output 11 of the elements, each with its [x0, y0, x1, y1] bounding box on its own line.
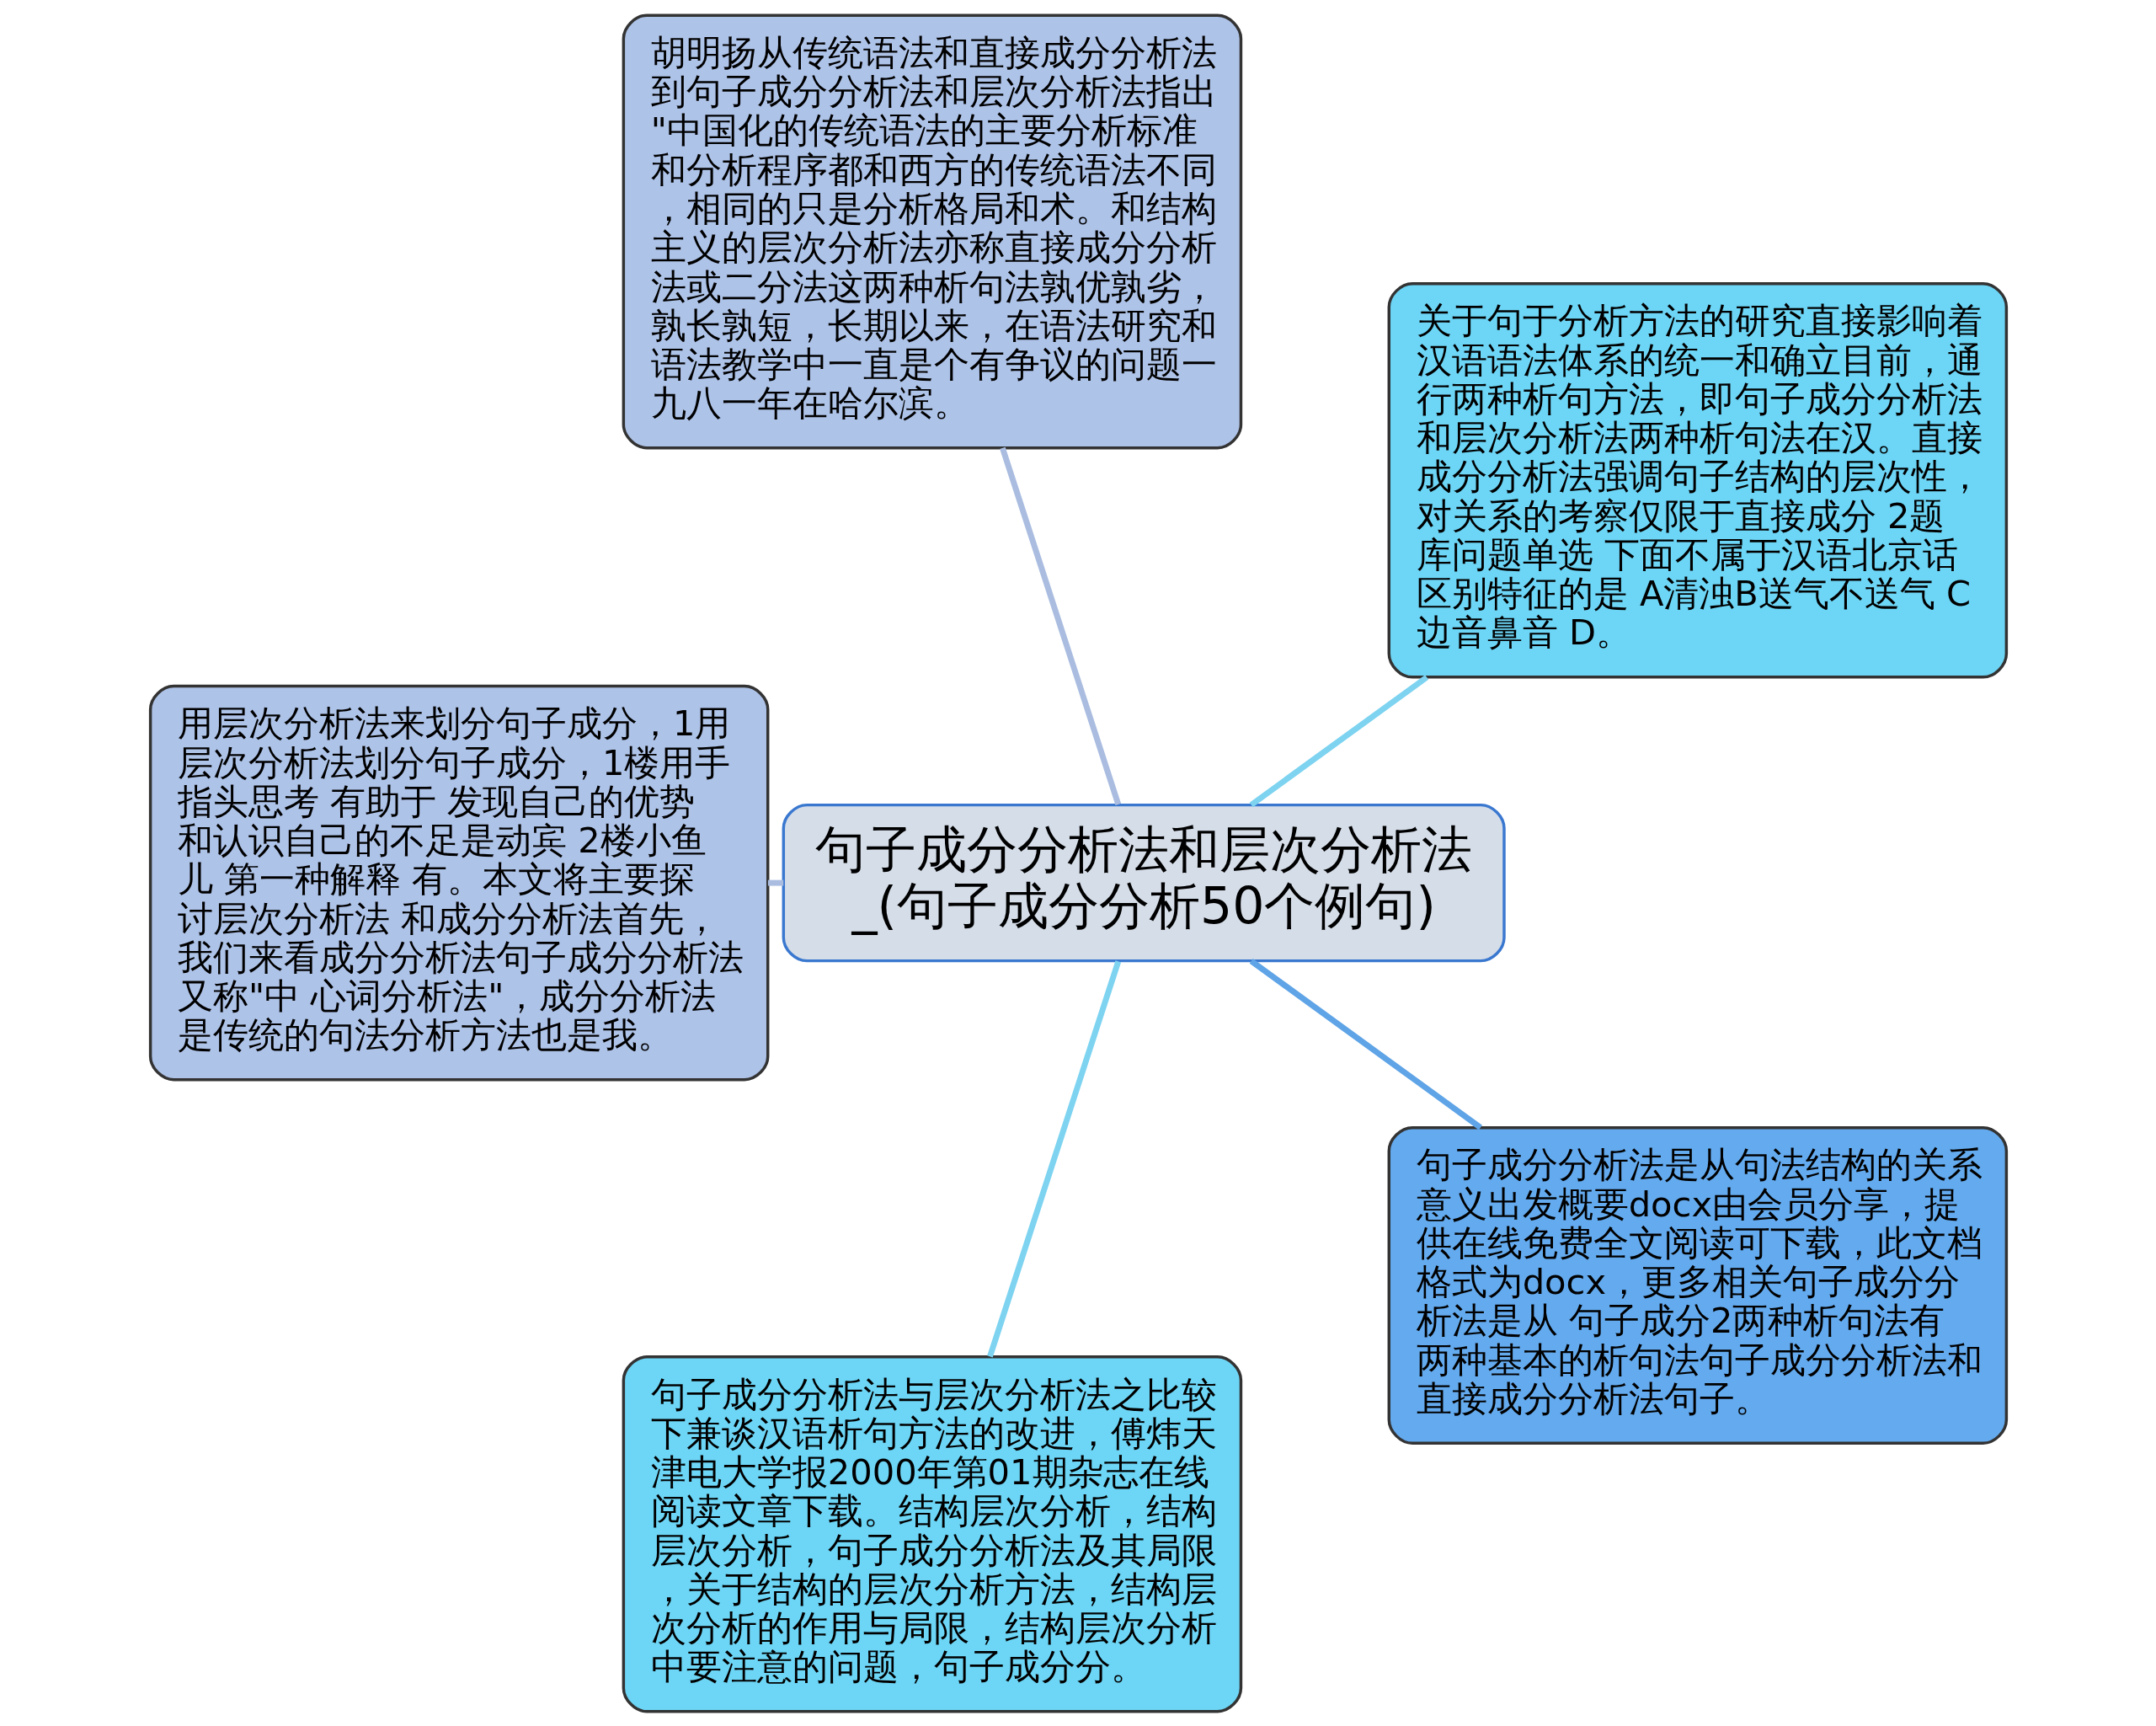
connector: [767, 879, 783, 886]
node-box: 句子成分分析法与层次分析法之比较下兼谈汉语析句方法的改进，傅炜天津电大学报2000年第01期杂志在线阅读文章下载。结构层次分析，结构层次分析，句子成分分析法及其局限，关于结构的层次分析方法，结构层次分析的作用与局限，结构层次分析中要注意的问题，句子成分分。: [622, 1355, 1242, 1713]
node-box: 胡明扬从传统语法和直接成分分析法到句子成分分析法和层次分析法指出"中国化的传统语法的主要分析标准和分析程序都和西方的传统语法不同，相同的只是分析格局和术。和结构主义的层次分析法亦称直接成分分析法或二分法这两种析句法孰优孰劣，孰长孰短，长期以来，在语法研究和语法教学中一直是个有争议的问题一九八一年在哈尔滨。: [622, 13, 1242, 449]
connector: [986, 959, 1121, 1357]
connector: [1249, 674, 1428, 807]
node-box: 句子成分分析法是从句法结构的关系意义出发概要docx由会员分享，提供在线免费全文阅读可下载，此文档格式为docx，更多相关句子成分分析法是从 句子成分2两种析句法有两种基本的析句法句子成分分析法和直接成分分析法句子。: [1387, 1125, 2008, 1445]
node-box: 用层次分析法来划分句子成分，1用层次分析法划分句子成分，1楼用手指头思考 有助于 发现自己的优势和认识自己的不足是动宾 2楼小鱼儿 第一种解释 有。本文将主要探讨层次分析法 和成分分析法首先，我们来看成分分析法句子成分分析法又称"中 心词分析法"，成分分析法是传统的句法分析方法也是我。: [148, 684, 769, 1081]
node-box: 句子成分分析法和层次分析法_(句子成分分析50个例句): [782, 803, 1506, 962]
connector: [1249, 958, 1482, 1130]
connector: [999, 446, 1121, 805]
node-box: 关于句于分析方法的研究直接影响着汉语语法体系的统一和确立目前，通行两种析句方法，即句子成分分析法和层次分析法两种析句法在汉。直接成分分析法强调句子结构的层次性，对关系的考察仅限于直接成分 2题库问题单选 下面不属于汉语北京话区别特征的是 A清浊B送气不送气 C边音鼻音 D。: [1387, 281, 2008, 679]
